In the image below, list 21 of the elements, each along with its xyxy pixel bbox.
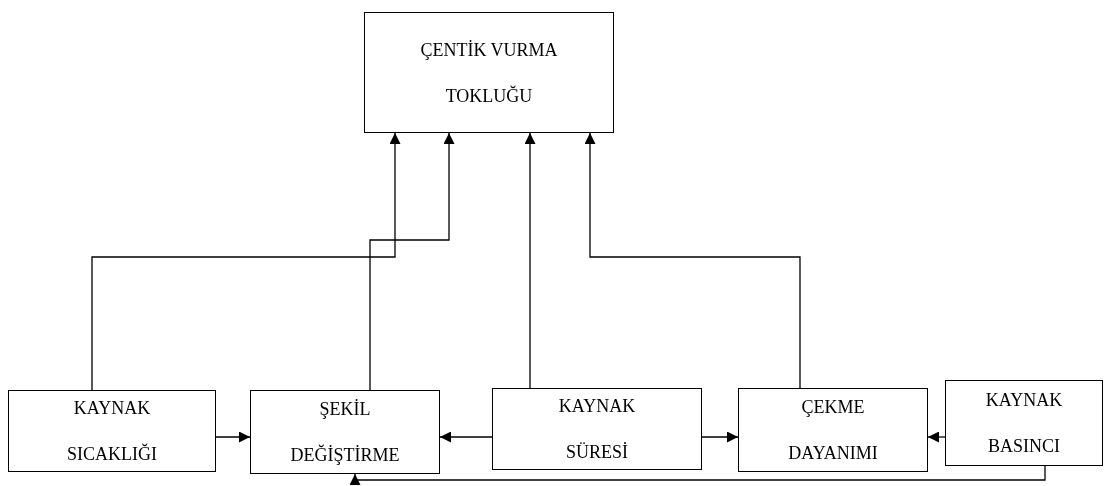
box-label: KAYNAK SICAKLIĞI	[66, 397, 158, 466]
process-box	[945, 380, 1103, 466]
box-label: ŞEKİL DEĞİŞTİRME	[289, 398, 401, 467]
process-box	[738, 388, 928, 472]
box-label: KAYNAK BASINCI	[984, 389, 1064, 458]
process-box	[8, 390, 216, 472]
arrow	[91, 132, 401, 391]
arrow	[927, 431, 946, 443]
box-label: KAYNAK SÜRESİ	[557, 395, 637, 464]
arrow	[524, 132, 536, 389]
box-label: ÇENTİK VURMA TOKLUĞU	[419, 38, 559, 108]
process-box	[250, 390, 440, 474]
arrow	[701, 431, 739, 443]
process-box	[492, 388, 702, 470]
process-box	[364, 12, 614, 133]
arrow	[439, 431, 493, 443]
arrow	[584, 132, 801, 389]
box-label: ÇEKME DAYANIMI	[787, 396, 879, 465]
arrow	[369, 132, 455, 391]
arrow	[215, 431, 251, 443]
arrow	[349, 465, 1046, 485]
